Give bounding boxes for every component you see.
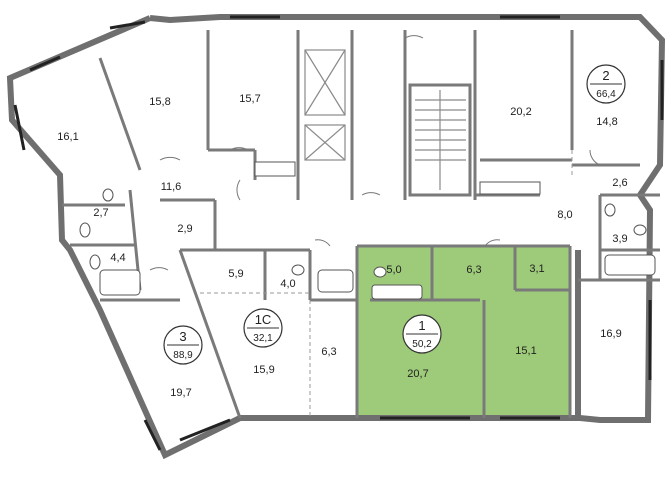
apartment-number: 1 bbox=[418, 318, 425, 333]
door-swings bbox=[149, 35, 601, 271]
room-area-a7: 2,7 bbox=[93, 207, 108, 219]
zone-dividers bbox=[200, 150, 573, 418]
apartment-marker-1[interactable]: 1 50,2 bbox=[402, 314, 442, 354]
room-area-a10: 5,9 bbox=[228, 268, 243, 280]
room-area-a19: 6,3 bbox=[321, 346, 336, 358]
room-area-a21: 20,7 bbox=[407, 368, 428, 380]
room-area-a16: 2,6 bbox=[612, 177, 627, 189]
room-area-a1: 16,1 bbox=[57, 131, 78, 143]
room-area-a3: 15,7 bbox=[239, 93, 260, 105]
apartment-marker-1c[interactable]: 1С 32,1 bbox=[243, 308, 283, 348]
room-area-a18: 15,9 bbox=[253, 364, 274, 376]
stair-elevator-core bbox=[304, 49, 472, 197]
apartment-area: 66,4 bbox=[596, 89, 616, 100]
room-area-a9: 4,4 bbox=[110, 252, 125, 264]
apartment-number: 2 bbox=[602, 68, 609, 83]
room-area-a14: 3,1 bbox=[529, 263, 544, 275]
room-area-a20: 19,7 bbox=[170, 387, 191, 399]
room-area-a13: 6,3 bbox=[466, 264, 481, 276]
room-area-a2: 15,8 bbox=[149, 96, 170, 108]
windows bbox=[13, 15, 664, 451]
apartment-1-highlight[interactable] bbox=[357, 246, 570, 416]
apartment-area: 32,1 bbox=[253, 333, 273, 344]
apartment-marker-2[interactable]: 2 66,4 bbox=[586, 64, 626, 104]
apartment-marker-3[interactable]: 3 88,9 bbox=[163, 325, 203, 365]
room-area-labels: 16,1 15,8 15,7 20,2 14,8 11,6 2,7 2,9 4,… bbox=[57, 93, 627, 399]
exterior-walls bbox=[6, 14, 666, 460]
room-area-a17: 3,9 bbox=[612, 233, 627, 245]
bathroom-fixtures bbox=[79, 161, 656, 300]
room-area-a12: 5,0 bbox=[386, 264, 401, 276]
room-area-a22: 15,1 bbox=[515, 345, 536, 357]
apartment-area: 88,9 bbox=[173, 350, 193, 361]
room-area-a23: 16,9 bbox=[600, 328, 621, 340]
apartment-number: 1С bbox=[255, 312, 272, 327]
apartment-area: 50,2 bbox=[412, 339, 432, 350]
room-area-a11: 4,0 bbox=[280, 278, 295, 290]
room-area-a15: 8,0 bbox=[557, 209, 572, 221]
room-area-a8: 2,9 bbox=[177, 223, 192, 235]
apartment-number: 3 bbox=[179, 329, 186, 344]
room-area-a4: 20,2 bbox=[510, 106, 531, 118]
room-area-a5: 14,8 bbox=[596, 116, 617, 128]
room-area-a6: 11,6 bbox=[161, 181, 182, 193]
